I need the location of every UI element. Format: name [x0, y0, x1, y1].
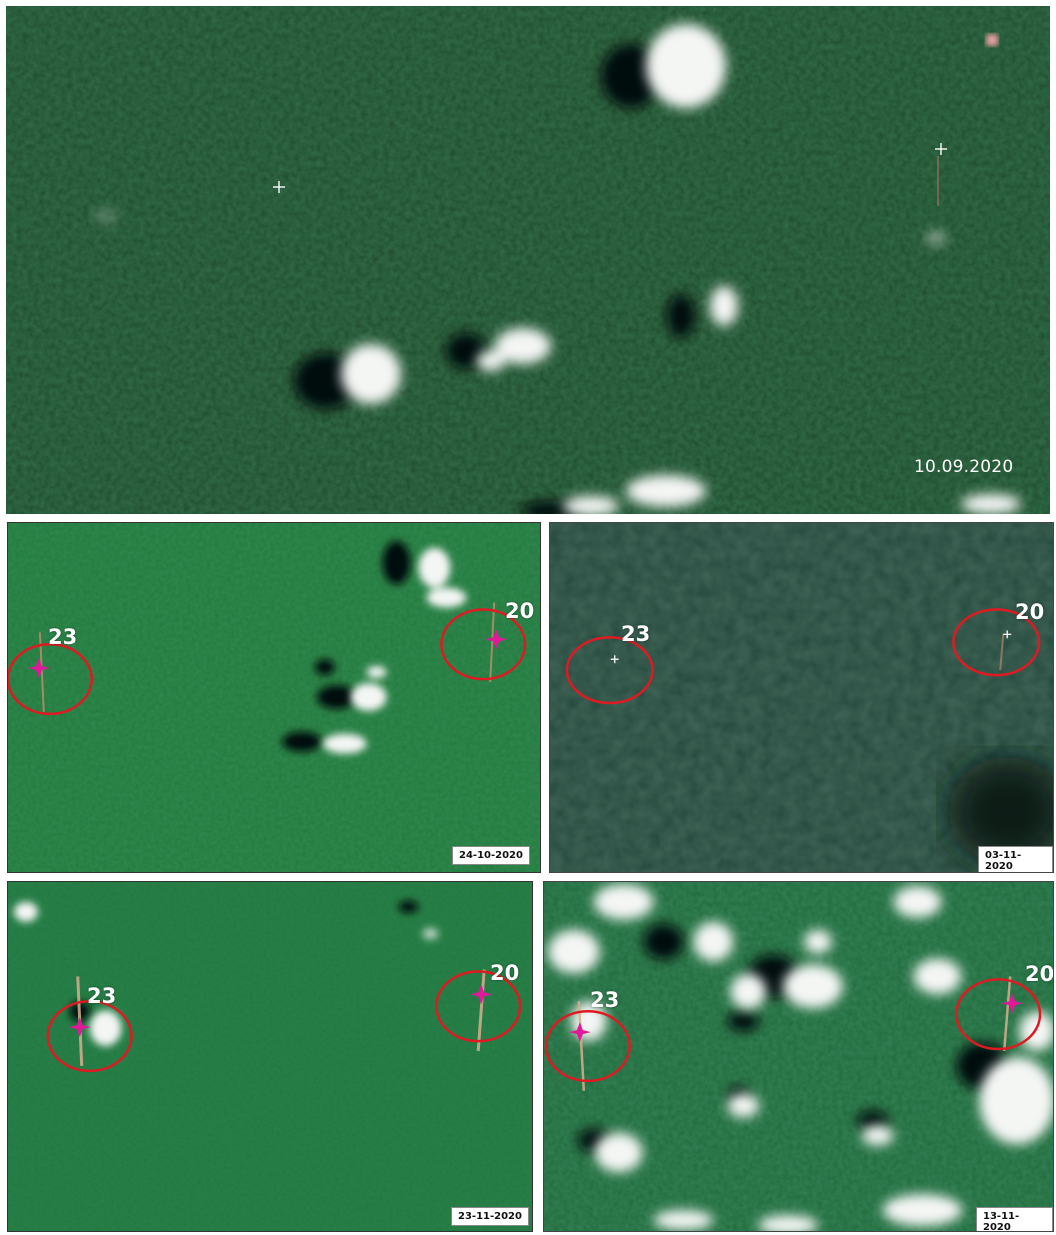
- image-date: 23-11-2020: [451, 1207, 529, 1226]
- satellite-image-bottom-right: [544, 882, 1053, 1231]
- clouds: [13, 901, 439, 1047]
- satellite-panel-bottom-right: 23 20 13-11-2020: [543, 881, 1054, 1232]
- image-date: 10.09.2020: [914, 457, 1014, 477]
- marker-site-20: [485, 629, 508, 650]
- site-label-23: 23: [48, 625, 78, 649]
- clouds: [322, 547, 467, 754]
- site-label-20: 20: [505, 599, 535, 623]
- site-label-20: 20: [1025, 962, 1054, 986]
- satellite-image-bottom-left: [8, 882, 532, 1231]
- crosshair-marker-23: [610, 655, 619, 664]
- satellite-panel-middle-right: 23 20 03-11-2020: [549, 522, 1054, 873]
- cloud-shadows: [69, 900, 419, 1022]
- image-date: 24-10-2020: [452, 846, 530, 865]
- site-label-20: 20: [1015, 600, 1045, 624]
- crosshair-marker-20: [935, 143, 947, 206]
- satellite-image-middle-right: [550, 523, 1053, 872]
- satellite-image-top: [6, 6, 1050, 514]
- marker-site-23: [568, 1022, 591, 1043]
- site-label-20: 20: [490, 961, 520, 985]
- cloud-shadows: [281, 540, 411, 752]
- satellite-panel-top: 10.09.2020: [6, 6, 1050, 514]
- circle-site-20: [435, 970, 522, 1043]
- circle-site-20: [440, 608, 527, 681]
- cloud-shadows: [948, 756, 1053, 867]
- circle-site-23: [565, 636, 654, 705]
- image-date: 03-11-2020: [978, 846, 1053, 872]
- site-label-23: 23: [87, 984, 117, 1008]
- image-date: 13-11-2020: [976, 1207, 1053, 1231]
- circle-site-20: [955, 978, 1042, 1051]
- satellite-panel-bottom-left: 23 20 23-11-2020: [7, 881, 533, 1232]
- site-label-23: 23: [590, 988, 620, 1012]
- site-label-23: 23: [621, 622, 651, 646]
- crosshair-marker-20: [1003, 630, 1012, 639]
- crosshair-marker-23: [273, 181, 285, 193]
- circle-site-20: [952, 608, 1041, 677]
- clouds: [94, 24, 1021, 514]
- marker-site-23: [27, 658, 50, 679]
- circle-site-23: [8, 643, 93, 716]
- marker-site-20: [1001, 993, 1024, 1014]
- circle-site-23: [46, 1000, 133, 1073]
- marker-site-20: [470, 984, 493, 1005]
- circle-site-23: [544, 1010, 631, 1083]
- marker-site-23: [68, 1017, 91, 1038]
- satellite-panel-middle-left: 23 20 24-10-2020: [7, 522, 541, 873]
- satellite-image-middle-left: [8, 523, 540, 872]
